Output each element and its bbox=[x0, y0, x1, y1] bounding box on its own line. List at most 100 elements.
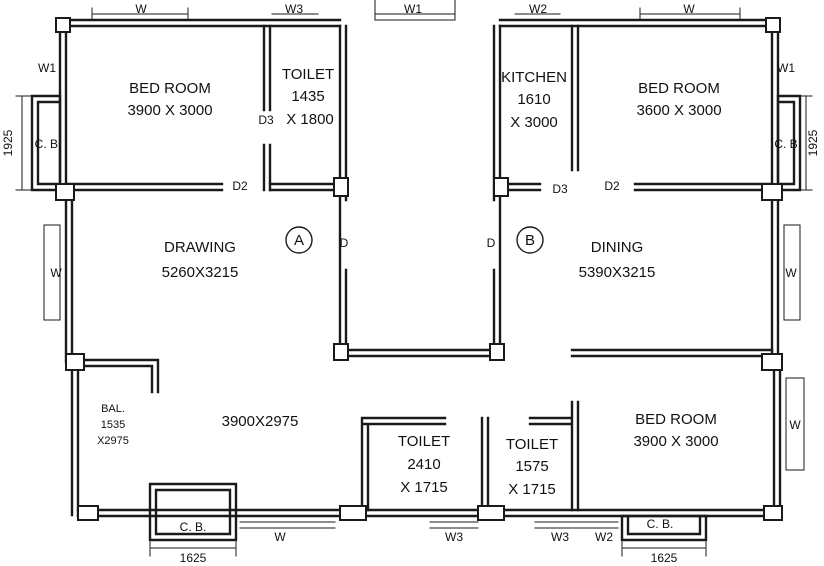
bedroom-nw-name: BED ROOM bbox=[129, 80, 211, 97]
window-top-w-left: W bbox=[135, 2, 147, 16]
outer-wall-right-lower bbox=[772, 358, 782, 517]
cupboard-bottom-left-label: C. B. bbox=[180, 520, 207, 534]
column bbox=[77, 505, 99, 521]
toilet-s2-walls bbox=[480, 400, 580, 512]
toilet-s2-dim2: X 1715 bbox=[508, 481, 556, 498]
toilet-s2-dim1: 1575 bbox=[515, 458, 548, 475]
marker-b-label: B bbox=[525, 232, 535, 249]
balcony-wall bbox=[76, 358, 160, 394]
column bbox=[333, 177, 349, 197]
top-window-w-right bbox=[639, 7, 741, 21]
window-w-left-side: W bbox=[50, 266, 62, 280]
kitchen-dim1: 1610 bbox=[517, 91, 550, 108]
dining-name: DINING bbox=[591, 239, 644, 256]
window-w-right-lower: W bbox=[789, 418, 801, 432]
door-d3-right: D3 bbox=[552, 182, 568, 196]
column bbox=[477, 505, 505, 521]
bedroom-ne-name: BED ROOM bbox=[638, 80, 720, 97]
balcony-dim1: 1535 bbox=[101, 419, 125, 431]
column bbox=[339, 505, 367, 521]
bottom-window-w3-w2 bbox=[534, 521, 619, 529]
room-labels: BED ROOM 3900 X 3000 TOILET 1435 D3 X 18… bbox=[97, 66, 721, 498]
right-window-w-lower bbox=[785, 377, 805, 471]
window-top-w2: W2 bbox=[529, 2, 547, 16]
window-top-w3: W3 bbox=[285, 2, 303, 16]
toilet-s1-walls bbox=[360, 416, 447, 512]
bedroom-nw-size: 3900 X 3000 bbox=[127, 102, 212, 119]
dimension-labels: 1925 1925 1625 1625 bbox=[1, 129, 820, 565]
bedroom-se-size: 3900 X 3000 bbox=[633, 433, 718, 450]
top-window-w1 bbox=[374, 0, 456, 21]
cupboard-right-label: C. B bbox=[774, 137, 797, 151]
dining-size: 5390X3215 bbox=[579, 264, 656, 281]
toilet-n-dim1: 1435 bbox=[291, 88, 324, 105]
toilet-s1-dim2: X 1715 bbox=[400, 479, 448, 496]
column-blocks bbox=[55, 17, 783, 521]
dim-bottom-1625-left bbox=[149, 541, 237, 557]
column bbox=[493, 177, 509, 197]
toilet-n-door: D3 bbox=[258, 113, 274, 127]
marker-a-label: A bbox=[294, 232, 304, 249]
column bbox=[65, 353, 85, 371]
window-bottom-w2: W2 bbox=[595, 530, 613, 544]
column bbox=[761, 353, 783, 371]
column bbox=[489, 343, 505, 361]
window-top-w-right: W bbox=[683, 2, 695, 16]
window-top-w1: W1 bbox=[404, 2, 422, 16]
cupboard-bottom-right-label: C. B. bbox=[647, 517, 674, 531]
toilet-s2-name: TOILET bbox=[506, 436, 558, 453]
dim-right-1925 bbox=[799, 95, 813, 191]
dim-bottom-left-1625-label: 1625 bbox=[180, 551, 207, 565]
marker-b-circle bbox=[516, 226, 544, 254]
cb-bottom-left-box bbox=[148, 482, 238, 542]
drawing-size: 5260X3215 bbox=[162, 264, 239, 281]
dining-lower-wall bbox=[570, 348, 774, 358]
window-bottom-w3-left: W3 bbox=[445, 530, 463, 544]
door-labels: D2 D2 D3 D D bbox=[232, 179, 620, 250]
left-window-w bbox=[43, 224, 61, 321]
door-d-left: D bbox=[340, 236, 349, 250]
window-bottom-w: W bbox=[274, 530, 286, 544]
column bbox=[763, 505, 783, 521]
toilet-s1-name: TOILET bbox=[398, 433, 450, 450]
dim-bottom-1625-right bbox=[621, 541, 707, 557]
door-d2-right: D2 bbox=[604, 179, 620, 193]
cb-bottom-right-box bbox=[620, 514, 708, 542]
toilet-s1-dim1: 2410 bbox=[407, 456, 440, 473]
top-window-w2 bbox=[514, 13, 561, 21]
cupboard-labels: C. B. C. B C. B. C. B. bbox=[35, 137, 798, 534]
column bbox=[55, 183, 75, 201]
window-w1-right: W1 bbox=[777, 61, 795, 75]
window-w-right-side: W bbox=[785, 266, 797, 280]
door-d2-left: D2 bbox=[232, 179, 248, 193]
door-d-right: D bbox=[487, 236, 496, 250]
right-window-w bbox=[783, 224, 801, 321]
bedroom-nw-bottom-wall bbox=[64, 182, 224, 192]
kitchen-name: KITCHEN bbox=[501, 69, 567, 86]
corridor-wall-bottom bbox=[344, 348, 496, 358]
column bbox=[55, 17, 71, 33]
dim-left-1925 bbox=[15, 95, 33, 191]
toilet-n-name: TOILET bbox=[282, 66, 334, 83]
top-window-w3 bbox=[271, 13, 319, 21]
bedroom-ne-bottom-wall bbox=[633, 182, 774, 192]
bedroom-se-name: BED ROOM bbox=[635, 411, 717, 428]
outer-wall-left-middle bbox=[64, 193, 74, 364]
column bbox=[761, 183, 783, 201]
dim-right-1925-label: 1925 bbox=[806, 129, 820, 156]
toilet-n-left-wall bbox=[262, 24, 272, 192]
dim-bottom-right-1625-label: 1625 bbox=[651, 551, 678, 565]
markers bbox=[285, 226, 544, 254]
balcony-dim2: X2975 bbox=[97, 435, 129, 447]
bottom-window-w bbox=[239, 521, 336, 529]
kitchen-dim2: X 3000 bbox=[510, 114, 558, 131]
column bbox=[333, 343, 349, 361]
window-bottom-w3-right: W3 bbox=[551, 530, 569, 544]
balcony-name: BAL. bbox=[101, 403, 125, 415]
outer-wall-left-lower bbox=[70, 360, 80, 517]
column bbox=[765, 17, 781, 33]
kitchen-right-wall bbox=[570, 24, 580, 172]
window-labels: W W3 W1 W2 W W1 W1 W W W W W3 W3 W2 bbox=[38, 2, 801, 544]
drawing-name: DRAWING bbox=[164, 239, 236, 256]
